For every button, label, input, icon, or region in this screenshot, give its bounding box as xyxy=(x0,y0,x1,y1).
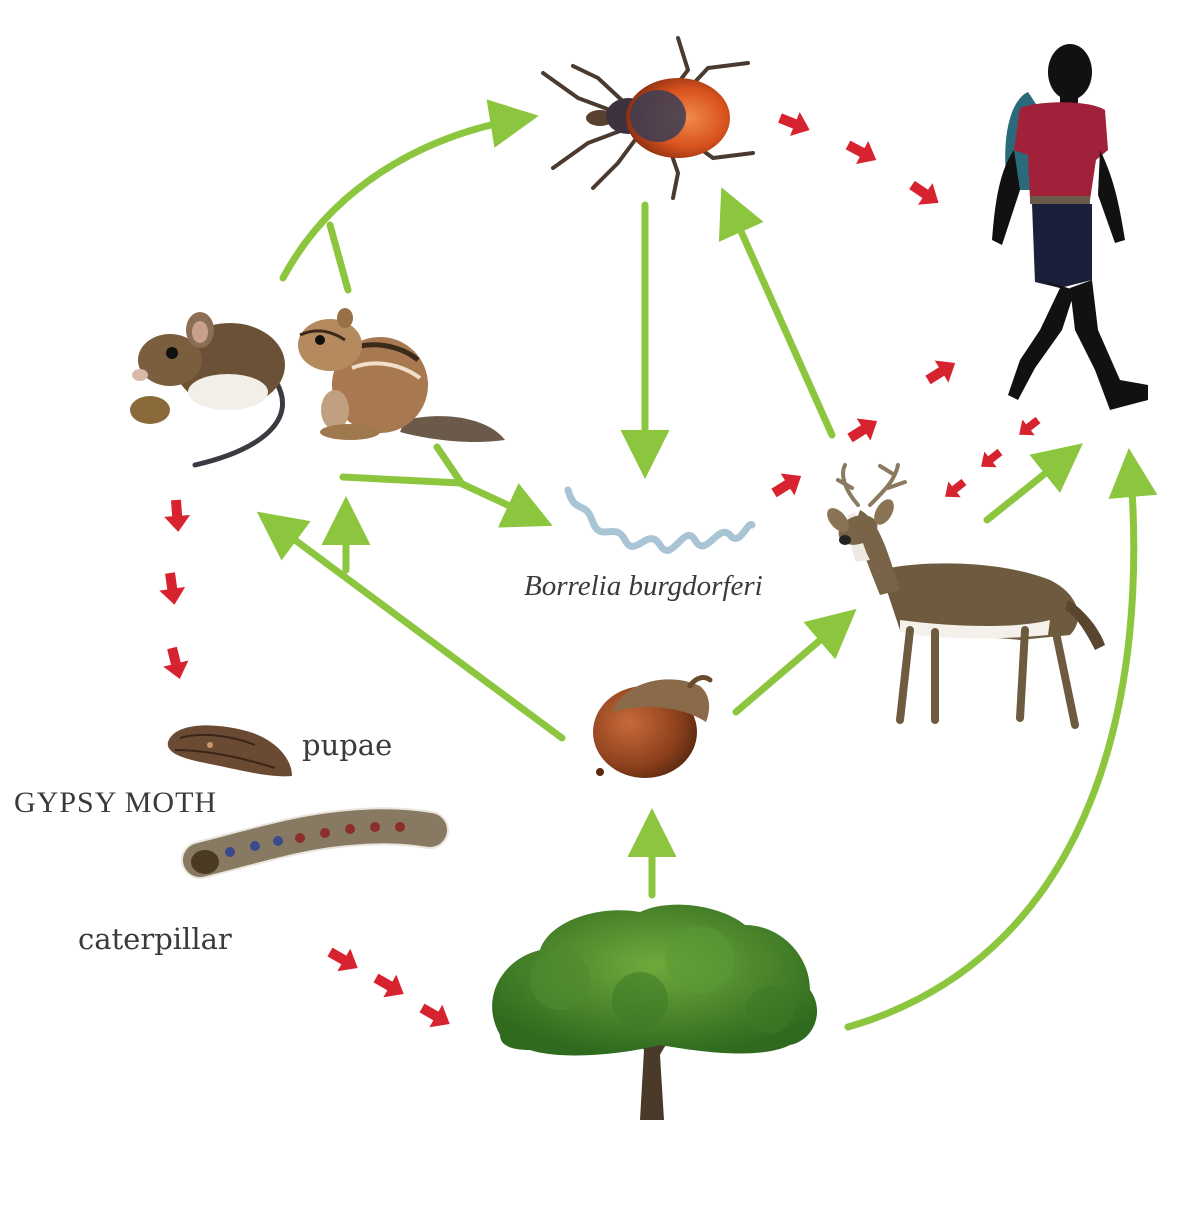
pupae-label: pupae xyxy=(302,728,393,762)
caterpillar-icon xyxy=(181,807,449,879)
arrow-rodents-to-bacteria-branch xyxy=(433,443,466,488)
oak-tree-icon xyxy=(492,904,818,1120)
red-arrow-bacteria-human-1 xyxy=(771,473,802,498)
gypsy-moth-label: GYPSY MOTH xyxy=(14,786,218,819)
red-arrow-mouse-pupae-1 xyxy=(164,499,191,532)
moth-pupa-icon xyxy=(167,725,292,777)
arrow-deer-to-human xyxy=(983,443,1083,524)
red-arrow-bacteria-human-3 xyxy=(925,360,956,385)
white-footed-mouse-icon xyxy=(130,312,285,468)
hiker-silhouette-icon xyxy=(992,44,1148,410)
arrow-oak-to-human xyxy=(844,448,1158,1031)
green-arrows xyxy=(256,99,1158,1031)
arrow-rodents-to-tick-branch xyxy=(326,221,352,294)
tick-icon xyxy=(541,36,755,200)
arrow-deer-to-tick xyxy=(718,187,836,439)
spirochete-icon xyxy=(564,486,756,554)
white-tailed-deer-icon xyxy=(827,463,1105,729)
red-arrow-cater-oak-2 xyxy=(373,973,404,998)
red-arrow-mouse-pupae-3 xyxy=(163,646,189,680)
red-arrows xyxy=(159,111,1041,1028)
red-arrow-cater-oak-3 xyxy=(419,1003,450,1028)
arrow-acorn-to-mouse xyxy=(256,511,566,742)
arrow-acorn-to-deer xyxy=(732,608,857,716)
acorn-icon xyxy=(593,675,713,778)
arrow-rodents-to-bacteria xyxy=(339,473,553,528)
red-arrow-human-deer-3 xyxy=(945,478,967,498)
caterpillar-label: caterpillar xyxy=(78,922,232,956)
red-arrow-human-deer-2 xyxy=(981,448,1003,468)
arrow-rodents-to-tick xyxy=(279,99,539,282)
red-arrow-tick-human-2 xyxy=(845,140,877,164)
red-arrow-mouse-pupae-2 xyxy=(159,572,186,605)
borrelia-label: Borrelia burgdorferi xyxy=(524,570,763,602)
red-arrow-tick-human-3 xyxy=(909,180,939,205)
red-arrow-bacteria-human-2 xyxy=(847,418,878,443)
red-arrow-tick-human-1 xyxy=(778,111,810,137)
red-arrow-human-deer-1 xyxy=(1019,416,1041,436)
chipmunk-icon xyxy=(298,308,505,443)
red-arrow-cater-oak-1 xyxy=(327,947,358,972)
